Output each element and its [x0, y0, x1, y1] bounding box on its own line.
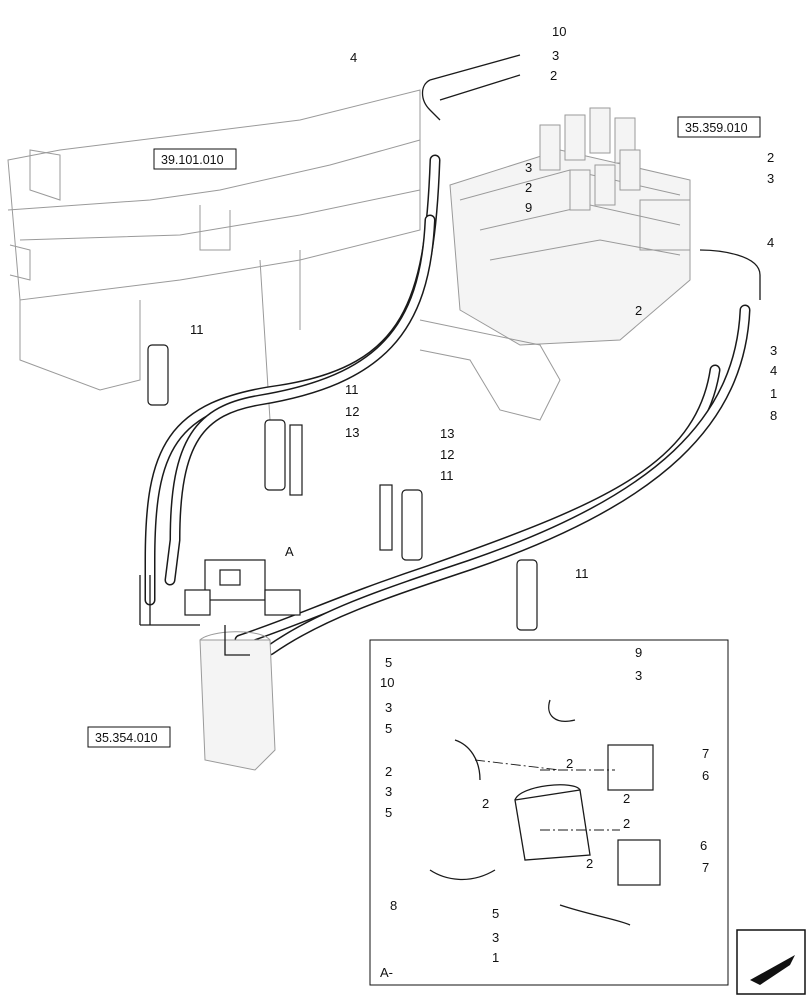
callout-11: 11 — [190, 322, 204, 337]
detail-callout-6b: 6 — [700, 838, 707, 853]
detail-callout-2e: 2 — [623, 816, 630, 831]
detail-callout-2c: 2 — [482, 796, 489, 811]
callout-2b: 2 — [525, 180, 532, 195]
detail-callout-1: 1 — [492, 950, 499, 965]
detail-callout-3c: 3 — [635, 668, 642, 683]
detail-callout-10: 10 — [380, 675, 394, 690]
callout-13: 13 — [345, 425, 359, 440]
machine-frame — [7, 89, 421, 421]
callout-12: 12 — [345, 404, 359, 419]
detail-callout-5c: 5 — [385, 805, 392, 820]
callout-2: 2 — [550, 68, 557, 83]
callout-8: 8 — [770, 408, 777, 423]
detail-callout-5d: 5 — [492, 906, 499, 921]
clamp-brackets — [147, 344, 538, 631]
callout-4: 4 — [350, 50, 357, 65]
control-valve-block — [419, 107, 691, 421]
detail-callout-5: 5 — [385, 655, 392, 670]
callout-9: 9 — [525, 200, 532, 215]
detail-callout-7: 7 — [702, 746, 709, 761]
steering-unit — [139, 559, 301, 771]
detail-callout-2b: 2 — [566, 756, 573, 771]
reference-valve-block: 35.359.010 — [677, 116, 761, 138]
callout-2c: 2 — [767, 150, 774, 165]
callout-10: 10 — [552, 24, 566, 39]
callout-11c: 11 — [440, 468, 454, 483]
callout-3b: 3 — [525, 160, 532, 175]
detail-callout-2: 2 — [385, 764, 392, 779]
callout-4c: 4 — [770, 363, 777, 378]
previous-page-arrow-icon[interactable] — [736, 929, 806, 995]
detail-callout-3b: 3 — [385, 784, 392, 799]
callout-2d: 2 — [635, 303, 642, 318]
detail-callout-3: 3 — [385, 700, 392, 715]
reference-frame: 39.101.010 — [153, 148, 237, 170]
callout-3: 3 — [552, 48, 559, 63]
detail-callout-7b: 7 — [702, 860, 709, 875]
callout-12b: 12 — [440, 447, 454, 462]
detail-callout-3d: 3 — [492, 930, 499, 945]
detail-callout-9: 9 — [635, 645, 642, 660]
reference-steering-unit: 35.354.010 — [87, 726, 171, 748]
reference-label-frame: 39.101.010 — [161, 153, 224, 167]
callout-4b: 4 — [767, 235, 774, 250]
callout-1: 1 — [770, 386, 777, 401]
reference-label-valve-block: 35.359.010 — [685, 121, 748, 135]
spool-caps — [539, 107, 641, 211]
detail-callout-2d: 2 — [623, 791, 630, 806]
callout-3d: 3 — [770, 343, 777, 358]
detail-label-A: A- — [380, 965, 393, 980]
detail-callout-8: 8 — [390, 898, 397, 913]
detail-callout-2f: 2 — [586, 856, 593, 871]
callout-numbers: 10 4 3 2 3 2 9 2 3 4 2 3 4 1 8 11 11 12 … — [190, 24, 777, 980]
hose-assemblies — [144, 54, 761, 656]
callout-13b: 13 — [440, 426, 454, 441]
view-label-A: A — [285, 544, 294, 559]
detail-callout-5b: 5 — [385, 721, 392, 736]
detail-callout-6: 6 — [702, 768, 709, 783]
callout-3c: 3 — [767, 171, 774, 186]
detail-view-A — [369, 639, 729, 986]
callout-11b: 11 — [345, 382, 359, 397]
reference-label-steering-unit: 35.354.010 — [95, 731, 158, 745]
callout-11d: 11 — [575, 566, 589, 581]
